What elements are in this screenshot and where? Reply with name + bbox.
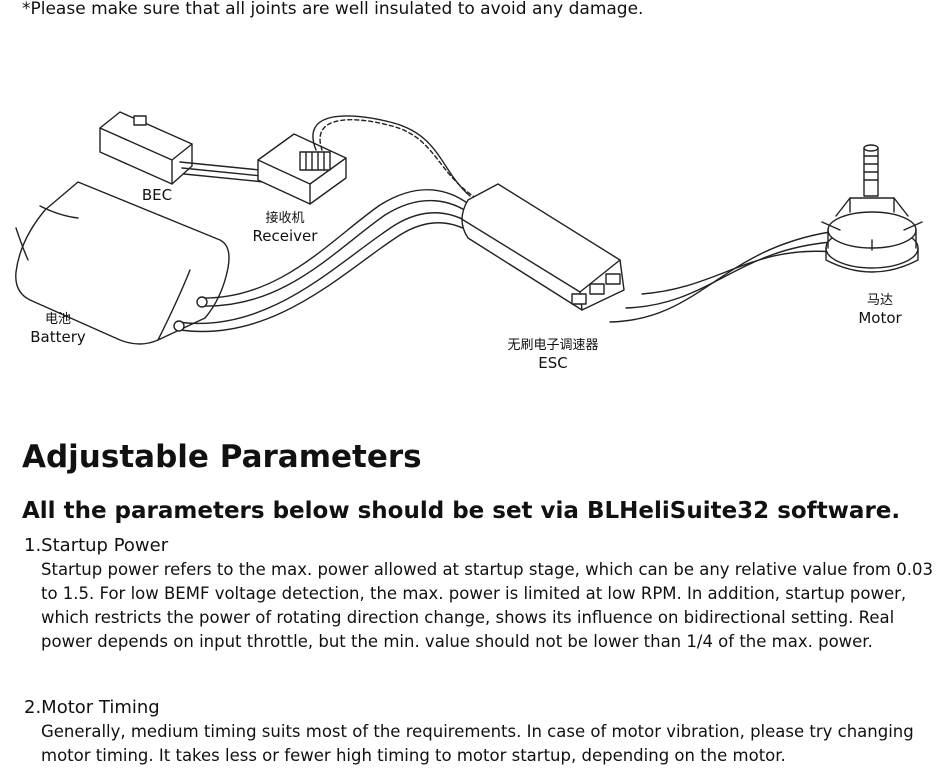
page-subheading: All the parameters below should be set v… [22, 498, 901, 524]
wiring-diagram-graphic [15, 111, 923, 345]
motor-label-en: Motor [858, 309, 902, 327]
insulation-note: *Please make sure that all joints are we… [22, 0, 644, 19]
section-body-motor-timing: Generally, medium timing suits most of t… [41, 722, 914, 765]
signal-wire [312, 115, 477, 199]
section-title-startup-power: 1.Startup Power [24, 535, 169, 556]
battery-wires [173, 189, 481, 333]
receiver-label-en: Receiver [252, 227, 318, 245]
receiver-label: 接收机 Receiver [253, 210, 318, 245]
battery-label-cn: 电池 [44, 312, 71, 327]
battery-label-en: Battery [30, 328, 86, 346]
bec-label-en: BEC [141, 186, 173, 204]
battery-label: 电池 Battery [30, 311, 86, 346]
esc-label-cn: 无刷电子调速器 [507, 338, 599, 353]
page-heading: Adjustable Parameters [22, 439, 422, 475]
motor-label: 马达 Motor [858, 292, 901, 327]
section-body-startup-power: Startup power refers to the max. power a… [41, 560, 933, 651]
wiring-diagram: BEC 接收机 Receiver 电池 Battery 无刷电子调速器 ESC … [0, 100, 940, 390]
receiver-label-cn: 接收机 [265, 211, 305, 226]
esc-module [459, 183, 625, 311]
esc-label-en: ESC [538, 354, 568, 372]
motor-wires [609, 231, 835, 323]
bec-label: BEC [142, 186, 172, 204]
section-title-motor-timing: 2.Motor Timing [24, 697, 160, 718]
bec-module [99, 111, 265, 185]
motor-label-cn: 马达 [866, 293, 894, 308]
receiver-module [257, 133, 347, 205]
motor [821, 144, 923, 273]
battery-pack [15, 181, 230, 345]
esc-label: 无刷电子调速器 ESC [507, 337, 598, 372]
